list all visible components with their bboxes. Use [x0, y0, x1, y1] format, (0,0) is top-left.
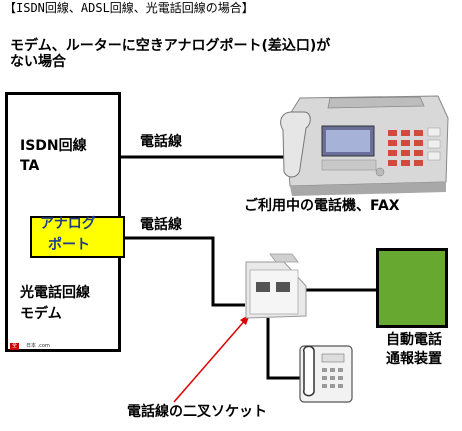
device-label-line-2: 通報装置 [386, 351, 442, 367]
phone-line-label-bottom: 電話線 [140, 217, 182, 233]
analog-port-box [30, 216, 125, 258]
subtitle-line-1: モデム、ルーターに空きアナログポート(差込口)が [10, 38, 331, 54]
red-arrow-line [173, 317, 248, 403]
modem-label-line-2: モデム [20, 306, 62, 322]
analog-port-label-line-2: ポート [48, 237, 90, 253]
device-label-line-1: 自動電話 [386, 332, 442, 348]
isdn-label-line-2: TA [20, 158, 40, 174]
subtitle-line-2: ない場合 [10, 54, 66, 70]
analog-port-label-line-1: アナログ [40, 216, 96, 232]
brand-logo-text: 日本 .com [26, 343, 50, 349]
fax-caption: ご利用中の電話機、FAX [244, 198, 400, 214]
wire-socket-to-phone [266, 318, 300, 380]
phone-line-label-top: 電話線 [140, 134, 182, 150]
brand-logo: 全 [10, 343, 20, 350]
page-header: 【ISDN回線、ADSL回線、光電話回線の場合】 [4, 1, 254, 15]
wire-port-to-socket [125, 236, 245, 307]
isdn-label-line-1: ISDN回線 [20, 138, 87, 154]
auto-notification-device-box [376, 248, 448, 328]
modem-label-line-1: 光電話回線 [20, 285, 90, 301]
socket-caption: 電話線の二叉ソケット [127, 404, 267, 420]
